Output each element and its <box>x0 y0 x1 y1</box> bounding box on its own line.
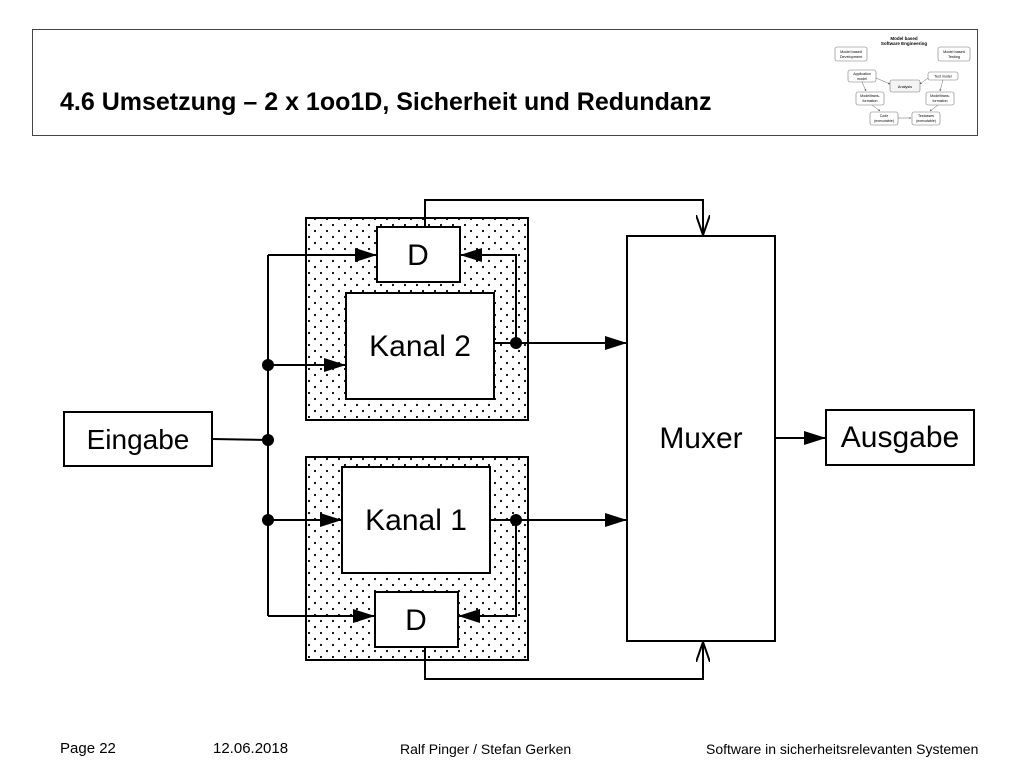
kanal2-box <box>345 292 495 400</box>
mbse-mini-diagram: Model based Software Engineering Model b… <box>834 36 971 126</box>
output-junction-dots <box>510 337 522 526</box>
mini-app-model-line1: Application <box>853 72 871 76</box>
eingabe-box <box>63 411 213 467</box>
mini-box-mt-left <box>855 91 885 106</box>
mini-mbt-line2: Testing <box>948 55 960 59</box>
mini-mt-right-line1: Modelltrans- <box>930 94 951 98</box>
mini-box-mbt <box>937 46 971 62</box>
mini-mt-right-line2: formation <box>933 99 948 103</box>
footer-date: 12.06.2018 <box>213 740 289 757</box>
feedback-kanal2-to-diag <box>460 248 517 343</box>
kanal1-box <box>341 466 491 574</box>
mini-mt-left-line2: formation <box>863 99 878 103</box>
muxer-box <box>626 235 776 642</box>
mini-code-line2: (executable) <box>874 119 894 123</box>
diag-bottom-box <box>374 591 459 648</box>
mini-box-testcases <box>911 111 941 126</box>
footer-page-number: Page 22 <box>60 740 116 757</box>
footer-authors: Ralf Pinger / Stefan Gerken <box>400 741 572 757</box>
mini-analysis: Analysis <box>898 85 912 89</box>
diag-top-to-muxer <box>424 199 703 235</box>
kanal1-label: Kanal 1 <box>365 504 467 537</box>
mini-box-code <box>869 111 899 126</box>
mini-testcases-line2: (executable) <box>916 119 936 123</box>
footer-course: Software in sicherheitsrelevanten System… <box>706 741 979 757</box>
mini-mbt-line1: Model based <box>943 50 965 54</box>
mini-box-mt-right <box>925 91 955 106</box>
header-frame <box>32 29 978 136</box>
feedback-kanal1-to-diag <box>458 520 517 623</box>
input-distribution-lines <box>211 255 269 616</box>
mini-mbd-line1: Model based <box>840 50 862 54</box>
mini-mt-left-line1: Modelltrans- <box>860 94 881 98</box>
mini-connectors <box>861 77 944 119</box>
ausgabe-label: Ausgabe <box>841 421 959 454</box>
mini-code-line1: Code <box>880 114 889 118</box>
mini-box-analysis <box>889 79 921 93</box>
mini-testcases-line1: Testcases <box>918 114 934 118</box>
mini-title-line2: Software Engineering <box>881 41 928 46</box>
diag-top-box <box>376 226 461 283</box>
muxer-label: Muxer <box>659 422 742 455</box>
mini-app-model-line2: model <box>857 77 867 81</box>
diag-bottom-label: D <box>405 604 427 637</box>
mini-title-line1: Model based <box>890 36 918 41</box>
input-junction-dots <box>262 359 274 526</box>
mini-mbd-line2: Development <box>840 55 863 59</box>
eingabe-label: Eingabe <box>87 424 190 455</box>
kanal2-label: Kanal 2 <box>369 330 471 363</box>
mini-box-mbd <box>834 46 868 62</box>
diag-bottom-to-muxer <box>424 642 703 680</box>
page-title: 4.6 Umsetzung – 2 x 1oo1D, Sicherheit un… <box>60 88 712 116</box>
diag-top-label: D <box>407 239 429 272</box>
mini-test-model: Test model <box>934 75 952 79</box>
ausgabe-box <box>825 409 975 466</box>
